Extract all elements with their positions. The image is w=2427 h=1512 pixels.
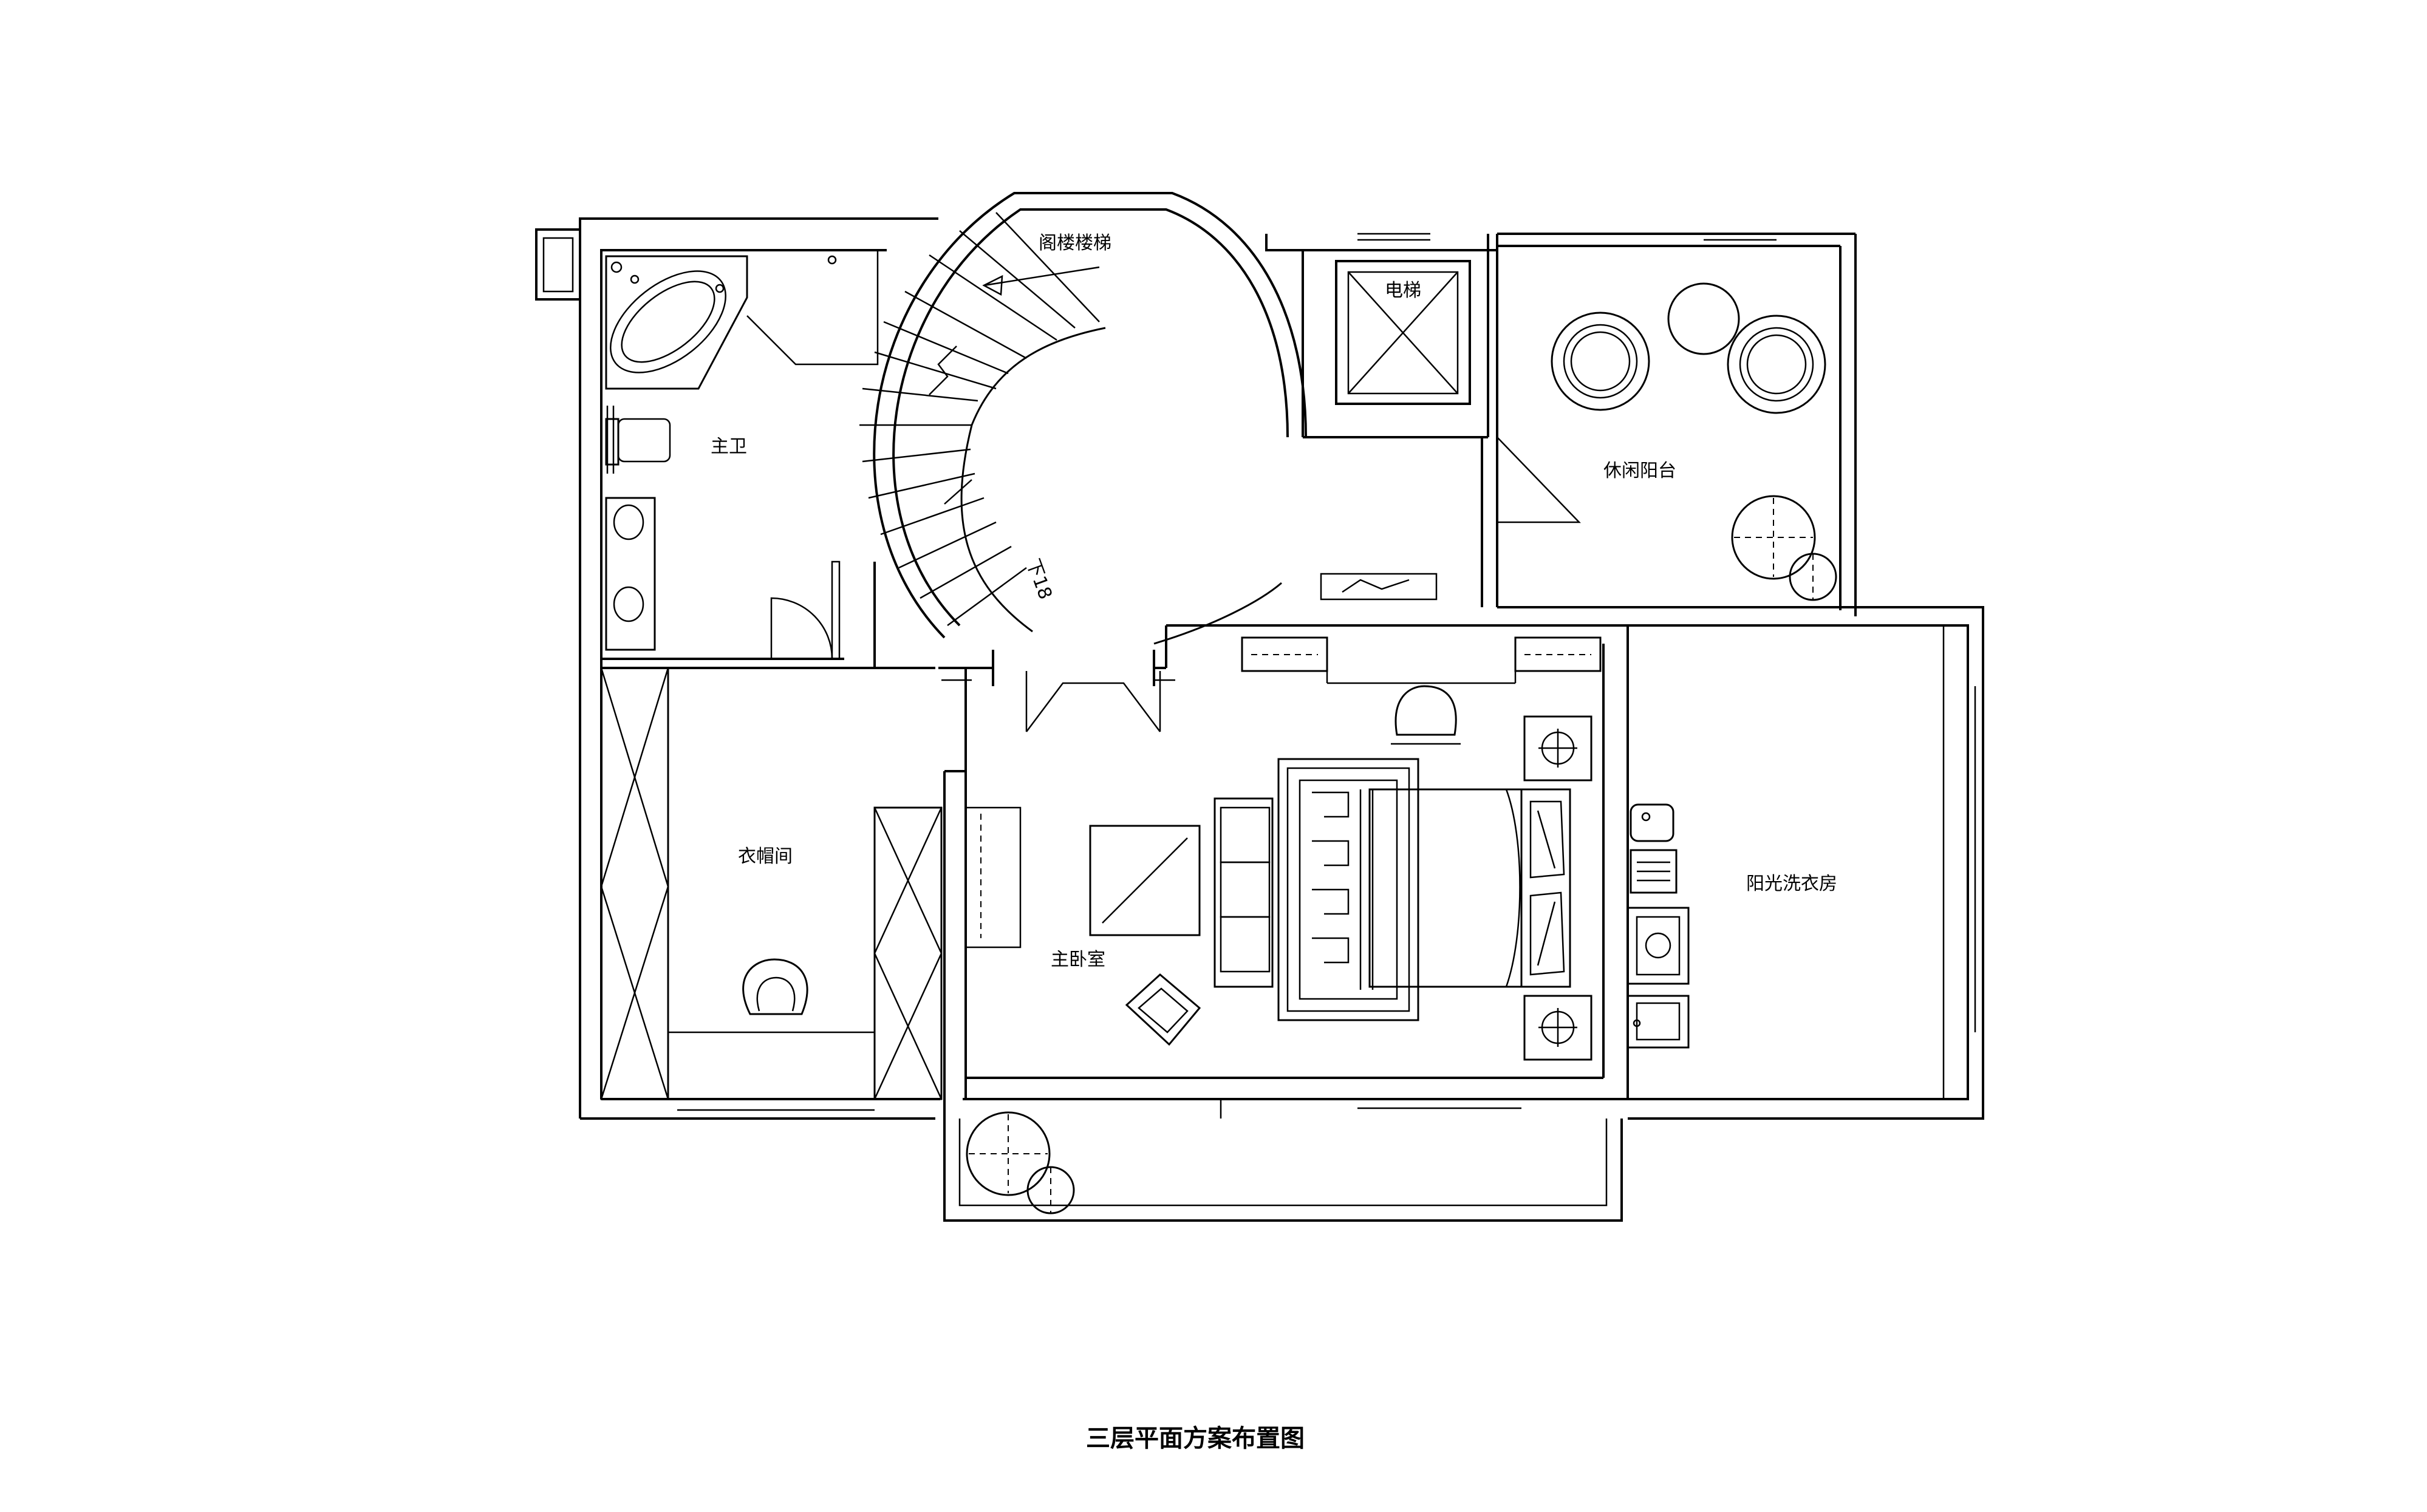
label-walk-in-closet: 衣帽间: [738, 846, 793, 867]
windows: [606, 233, 1984, 1120]
balcony-fixtures: [1551, 282, 1837, 601]
label-master-bath: 主卫: [711, 436, 747, 457]
hall-cabinet: [1320, 573, 1438, 601]
master-bath-fixtures: [605, 249, 879, 660]
bottom-balcony-plants: [966, 1111, 1075, 1214]
laundry-fixtures: [1627, 803, 1690, 1049]
spiral-stair: [859, 192, 1307, 686]
walls: [535, 217, 1984, 1222]
closet-fixtures: [600, 667, 943, 1100]
elevator: [1335, 260, 1471, 405]
bedroom-fixtures: [964, 636, 1602, 1061]
label-master-bedroom: 主卧室: [1051, 949, 1105, 970]
label-elevator: 电梯: [1385, 280, 1421, 301]
label-stairs-down: 下18: [1022, 556, 1056, 602]
label-attic-stairs: 阁楼楼梯: [1039, 233, 1111, 254]
plan-title: 三层平面方案布置图: [1086, 1425, 1305, 1452]
label-sun-laundry: 阳光洗衣房: [1746, 873, 1837, 894]
label-leisure-balcony: 休闲阳台: [1603, 460, 1676, 482]
